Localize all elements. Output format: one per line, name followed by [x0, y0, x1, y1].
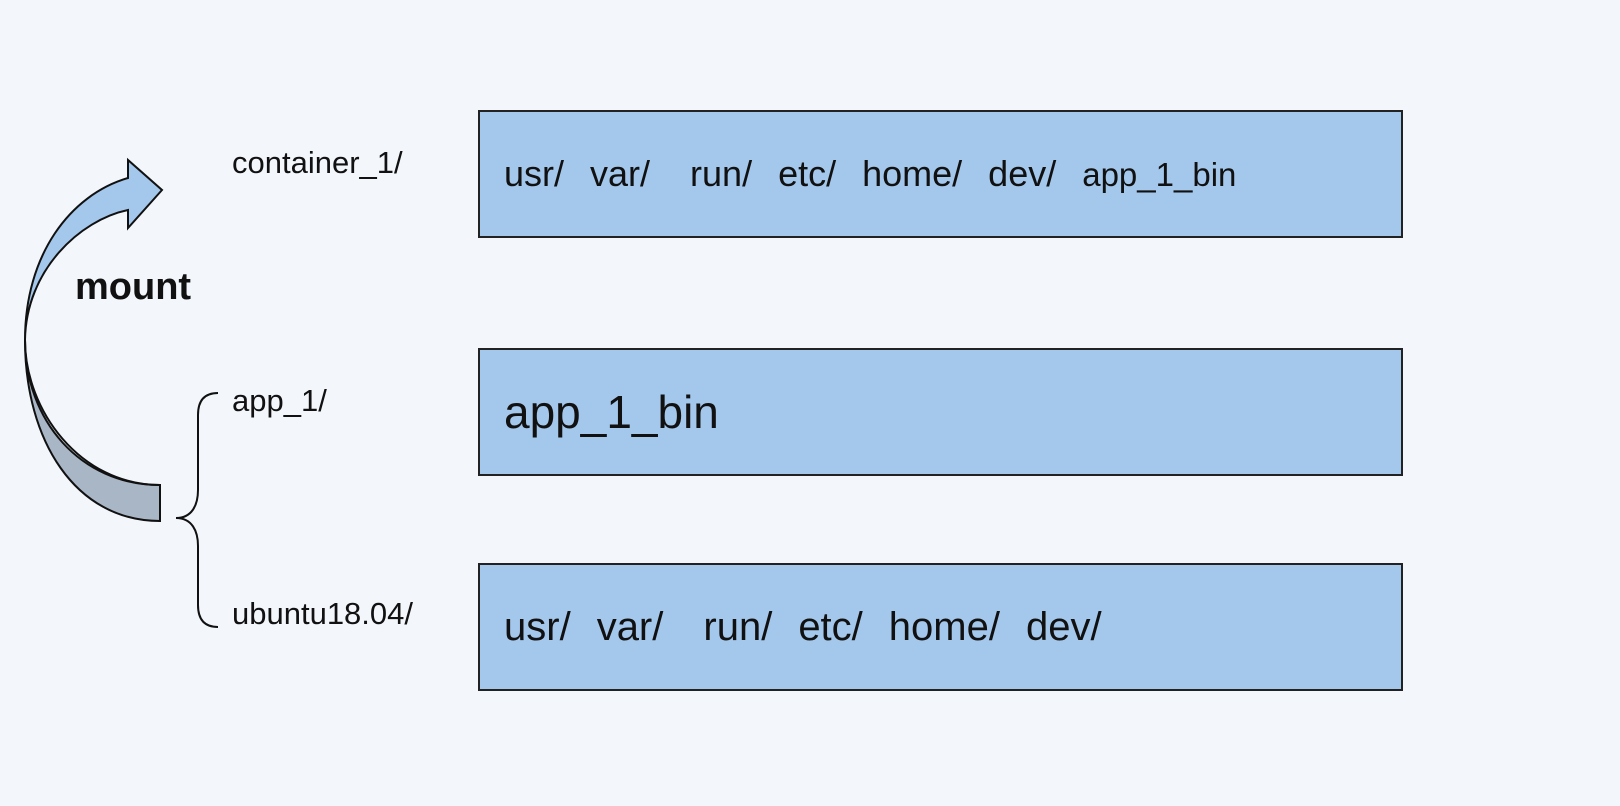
app-layer-items: app_1_bin: [504, 389, 745, 435]
layer-item: run/: [703, 605, 773, 649]
container-layer-box: usr/ var/ run/ etc/ home/ dev/ app_1_bin: [478, 110, 1403, 238]
curved-up-arrow-icon: [24, 157, 164, 523]
layer-item: usr/: [504, 605, 571, 649]
layer-item: dev/: [1025, 605, 1102, 649]
layer-item: home/: [862, 153, 963, 194]
mount-arrow-lower-fill: [24, 339, 161, 523]
mount-arrow-inner-curve: [24, 339, 161, 486]
ubuntu-layer-box: usr/ var/ run/ etc/ home/ dev/: [478, 563, 1403, 691]
layer-item: etc/: [778, 153, 837, 194]
ubuntu-layer-items: usr/ var/ run/ etc/ home/ dev/: [504, 607, 1128, 647]
app-label: app_1/: [232, 383, 327, 418]
mount-arrow-upper-fill: [24, 157, 164, 341]
container-layer-items: usr/ var/ run/ etc/ home/ dev/ app_1_bin: [504, 156, 1262, 192]
left-curly-brace-icon: [175, 392, 219, 628]
layer-item: etc/: [798, 605, 863, 649]
layer-item: run/: [690, 153, 753, 194]
app-layer-box: app_1_bin: [478, 348, 1403, 476]
layer-item: var/: [596, 605, 664, 649]
layer-item: dev/: [988, 153, 1057, 194]
mount-label: mount: [75, 266, 192, 308]
layer-item: var/: [590, 153, 651, 194]
layer-item: app_1_bin: [1082, 156, 1237, 193]
layer-item: home/: [888, 605, 1000, 649]
ubuntu-label: ubuntu18.04/: [232, 596, 414, 631]
layer-item: app_1_bin: [504, 386, 719, 438]
layer-item: usr/: [504, 153, 565, 194]
container-label: container_1/: [232, 145, 403, 180]
